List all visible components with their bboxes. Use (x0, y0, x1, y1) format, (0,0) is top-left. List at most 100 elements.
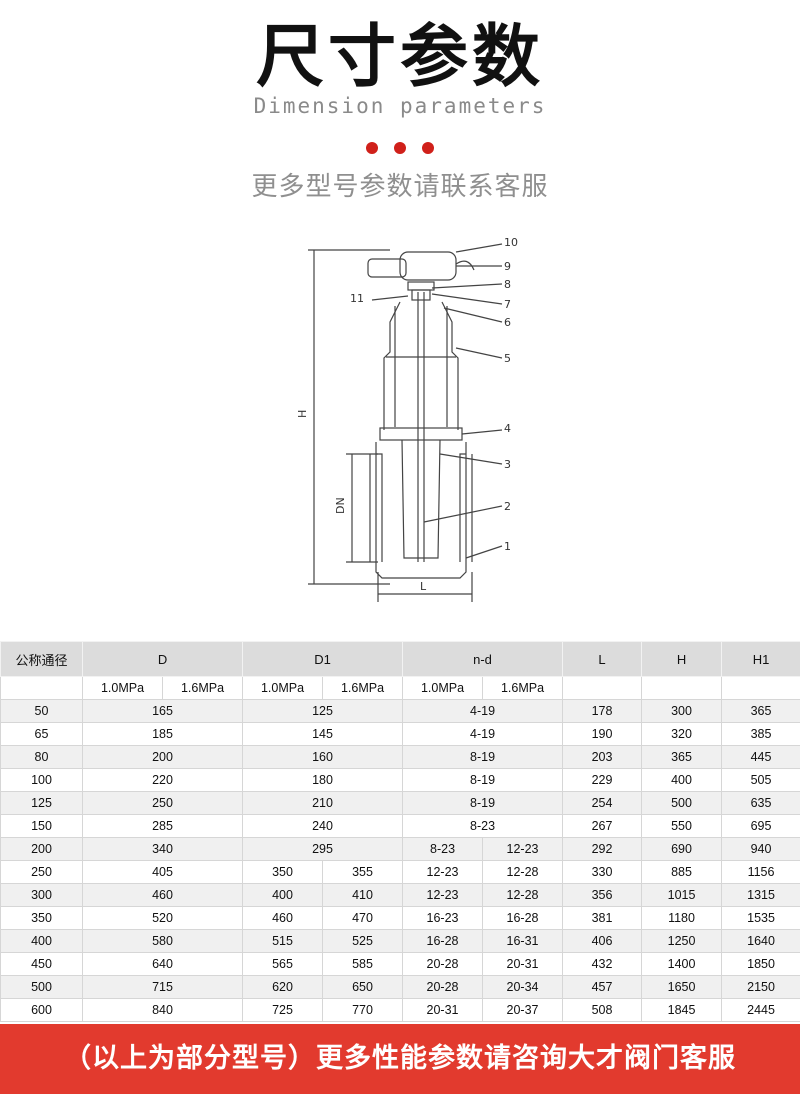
table-cell: 600 (0, 998, 83, 1022)
table-cell: 165 (81, 699, 244, 723)
table-cell: 445 (721, 745, 800, 769)
table-cell (0, 676, 83, 700)
table-cell: 515 (242, 929, 324, 953)
table-cell: 229 (562, 768, 643, 792)
table-cell: 580 (81, 929, 244, 953)
header-cell: n-d (402, 641, 564, 677)
table-cell: 365 (721, 699, 800, 723)
table-cell: 350 (242, 860, 324, 884)
part-label: 11 (350, 292, 364, 305)
table-cell: 460 (242, 906, 324, 930)
table-cell: 300 (641, 699, 723, 723)
part-label: 7 (504, 298, 511, 311)
table-cell: 525 (322, 929, 404, 953)
table-cell: 320 (641, 722, 723, 746)
table-cell: 8-23 (402, 837, 484, 861)
table-cell: 500 (641, 791, 723, 815)
table-cell: 125 (242, 699, 404, 723)
table-cell: 350 (0, 906, 83, 930)
table-cell: 1015 (641, 883, 723, 907)
part-label: 2 (504, 500, 511, 513)
table-cell: 267 (562, 814, 643, 838)
table-cell: 1315 (721, 883, 800, 907)
table-cell: 1650 (641, 975, 723, 999)
table-cell: 2445 (721, 998, 800, 1022)
part-label: 10 (504, 236, 518, 249)
table-cell: 1845 (641, 998, 723, 1022)
table-cell: 50 (0, 699, 83, 723)
table-cell: 180 (242, 768, 404, 792)
page-subtitle: Dimension parameters (253, 94, 547, 118)
table-cell: 20-31 (482, 952, 564, 976)
table-cell: 457 (562, 975, 643, 999)
table-cell: 65 (0, 722, 83, 746)
table-cell: 770 (322, 998, 404, 1022)
table-cell: 8-19 (402, 768, 564, 792)
table-cell: 295 (242, 837, 404, 861)
table-cell: 285 (81, 814, 244, 838)
table-cell: 1156 (721, 860, 800, 884)
table-cell: 715 (81, 975, 244, 999)
table-cell: 508 (562, 998, 643, 1022)
contact-banner: （以上为部分型号）更多性能参数请咨询大才阀门客服 (0, 1024, 800, 1094)
table-cell: 690 (641, 837, 723, 861)
table-cell: 16-28 (402, 929, 484, 953)
contact-note: 更多型号参数请联系客服 (251, 172, 549, 202)
header-cell: 公称通径 (0, 641, 83, 677)
table-cell: 505 (721, 768, 800, 792)
page-title: 尺寸参数 (255, 18, 544, 97)
table-cell (721, 676, 800, 700)
table-cell: 406 (562, 929, 643, 953)
table-cell: 20-31 (402, 998, 484, 1022)
table-cell: 300 (0, 883, 83, 907)
table-cell: 8-23 (402, 814, 564, 838)
table-cell: 400 (242, 883, 324, 907)
table-cell: 200 (81, 745, 244, 769)
table-cell: 1640 (721, 929, 800, 953)
table-cell: 620 (242, 975, 324, 999)
table-cell: 125 (0, 791, 83, 815)
table-cell: 220 (81, 768, 244, 792)
table-cell: 190 (562, 722, 643, 746)
table-cell: 178 (562, 699, 643, 723)
dot-icon (366, 142, 378, 154)
table-header-row: 公称通径 D D1 n-d L H H1 (0, 641, 800, 677)
table-cell: 20-28 (402, 952, 484, 976)
table-cell: 1850 (721, 952, 800, 976)
table-cell: 4-19 (402, 722, 564, 746)
decorative-dots (0, 139, 800, 158)
dimension-table: 公称通径 D D1 n-d L H H1 1.0MPa 1.6MPa 1.0MP… (0, 641, 800, 1022)
table-cell: 365 (641, 745, 723, 769)
pressure-label: 1.6MPa (161, 676, 244, 700)
table-cell: 250 (0, 860, 83, 884)
table-cell: 12-23 (402, 860, 484, 884)
table-cell: 240 (242, 814, 404, 838)
table-cell: 940 (721, 837, 800, 861)
table-cell: 20-28 (402, 975, 484, 999)
table-cell: 80 (0, 745, 83, 769)
table-cell: 12-23 (482, 837, 564, 861)
table-subheader-row: 1.0MPa 1.6MPa 1.0MPa 1.6MPa 1.0MPa 1.6MP… (0, 676, 800, 700)
part-label: 4 (504, 422, 511, 435)
table-cell: 405 (81, 860, 244, 884)
table-cell: 695 (721, 814, 800, 838)
table-cell (641, 676, 723, 700)
table-cell: 725 (242, 998, 324, 1022)
pressure-label: 1.0MPa (242, 676, 324, 700)
pressure-label: 1.0MPa (82, 676, 163, 700)
table-cell: 355 (322, 860, 404, 884)
pressure-label: 1.6MPa (482, 676, 564, 700)
table-cell: 16-28 (482, 906, 564, 930)
table-cell: 185 (81, 722, 244, 746)
